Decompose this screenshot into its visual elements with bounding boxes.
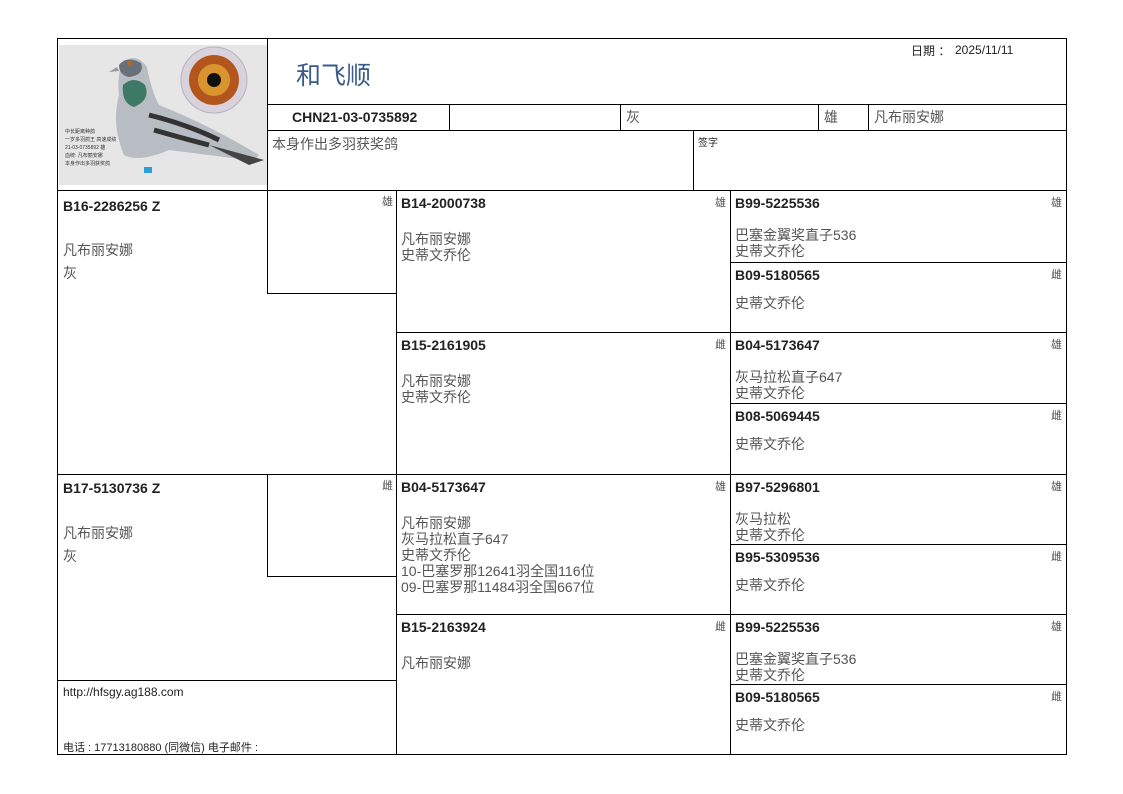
photo-caption: 中长距离种鸽 一岁多羽鸽王 高速成绩 21-03-0735892 雄 血统: 凡… — [65, 129, 117, 167]
sire-sex: 雄 — [382, 196, 393, 208]
gen3-card[interactable]: B08-5069445 雌史蒂文乔伦 — [731, 404, 1067, 475]
dam-ring: B17-5130736 Z — [63, 480, 161, 496]
gen3-card[interactable]: B09-5180565 雌史蒂文乔伦 — [731, 263, 1067, 333]
ring-number: B15-2163924 — [401, 619, 486, 635]
pedigree-notes: 灰马拉松 史蒂文乔伦 — [735, 511, 805, 543]
website-link[interactable]: http://hfsgy.ag188.com — [63, 685, 184, 699]
date-label: 日期 ： — [911, 44, 951, 58]
ring-number: B15-2161905 — [401, 337, 486, 353]
dam-sex: 雌 — [382, 480, 393, 492]
pigeon-sex: 雄 — [824, 109, 838, 125]
pedigree-notes: 史蒂文乔伦 — [735, 295, 805, 311]
sex-label: 雌 — [715, 339, 726, 351]
ring-number: CHN21-03-0735892 — [292, 109, 418, 125]
ring-number: B09-5180565 — [735, 689, 820, 705]
ring-number: B09-5180565 — [735, 267, 820, 283]
sex-label: 雄 — [1051, 197, 1062, 209]
gen2-card[interactable]: B15-2161905 雌 凡布丽安娜 史蒂文乔伦 — [397, 333, 731, 475]
ring-number: B14-2000738 — [401, 195, 486, 211]
pedigree-notes: 灰马拉松直子647 史蒂文乔伦 — [735, 369, 843, 401]
gen3-card[interactable]: B97-5296801 雄灰马拉松 史蒂文乔伦 — [731, 475, 1067, 545]
gen3-card[interactable]: B99-5225536 雄巴塞金翼奖直子536 史蒂文乔伦 — [731, 191, 1067, 263]
sex-label: 雄 — [1051, 339, 1062, 351]
date-value: 2025/11/11 — [955, 43, 1014, 57]
pigeon-name: 和飞顺 — [296, 62, 372, 90]
sex-label: 雌 — [1051, 269, 1062, 281]
gen1-column-divider — [396, 190, 397, 755]
pigeon-image — [109, 46, 264, 173]
info-cell-divider — [868, 104, 869, 131]
gen3-card[interactable]: B95-5309536 雌史蒂文乔伦 — [731, 545, 1067, 615]
ring-number: B99-5225536 — [735, 195, 820, 211]
pedigree-notes: 凡布丽安娜 — [401, 655, 471, 671]
sex-label: 雄 — [715, 197, 726, 209]
header-bottom-line — [57, 190, 1067, 191]
dam-strain: 凡布丽安娜 — [63, 525, 133, 541]
sire-notes-box: 雄 — [267, 190, 397, 294]
ring-number: B97-5296801 — [735, 479, 820, 495]
sex-label: 雌 — [1051, 691, 1062, 703]
gen2-card[interactable]: B04-5173647 雄 凡布丽安娜 灰马拉松直子647 史蒂文乔伦 10-巴… — [397, 475, 731, 615]
sire-dam-divider — [57, 474, 397, 475]
sex-label: 雌 — [1051, 410, 1062, 422]
ring-number: B95-5309536 — [735, 549, 820, 565]
info-cell-divider — [620, 104, 621, 131]
pedigree-notes: 史蒂文乔伦 — [735, 717, 805, 733]
pigeon-photo: 中长距离种鸽 一岁多羽鸽王 高速成绩 21-03-0735892 雄 血统: 凡… — [59, 45, 267, 185]
remark: 本身作出多羽获奖鸽 — [272, 136, 398, 152]
dam-notes-box: 雌 — [267, 474, 397, 577]
gen3-card[interactable]: B04-5173647 雄灰马拉松直子647 史蒂文乔伦 — [731, 333, 1067, 404]
info-cell-divider — [818, 104, 819, 131]
sex-label: 雌 — [715, 621, 726, 633]
gen2-card[interactable]: B15-2163924 雌 凡布丽安娜 — [397, 615, 731, 755]
ring-number: B04-5173647 — [401, 479, 486, 495]
pedigree-notes: 凡布丽安娜 史蒂文乔伦 — [401, 373, 471, 405]
sex-label: 雄 — [1051, 481, 1062, 493]
sire-strain: 凡布丽安娜 — [63, 242, 133, 258]
gen3-card[interactable]: B99-5225536 雄巴塞金翼奖直子536 史蒂文乔伦 — [731, 615, 1067, 685]
pigeon-color: 灰 — [626, 109, 640, 125]
ring-number: B04-5173647 — [735, 337, 820, 353]
signature-divider — [693, 130, 694, 191]
pedigree-notes: 史蒂文乔伦 — [735, 577, 805, 593]
sire-color: 灰 — [63, 265, 77, 281]
info-cell-divider — [449, 104, 450, 131]
dam-color: 灰 — [63, 548, 77, 564]
contact-info: 电话 : 17713180880 (同微信) 电子邮件 : — [63, 742, 259, 754]
sex-label: 雄 — [1051, 621, 1062, 633]
pedigree-notes: 凡布丽安娜 史蒂文乔伦 — [401, 231, 471, 263]
ring-number: B99-5225536 — [735, 619, 820, 635]
pedigree-notes: 史蒂文乔伦 — [735, 436, 805, 452]
info-row — [267, 104, 1067, 131]
sex-label: 雄 — [715, 481, 726, 493]
footer-divider — [57, 680, 397, 681]
ring-number: B08-5069445 — [735, 408, 820, 424]
pedigree-notes: 巴塞金翼奖直子536 史蒂文乔伦 — [735, 227, 857, 259]
gen2-card[interactable]: B14-2000738 雄 凡布丽安娜 史蒂文乔伦 — [397, 191, 731, 333]
sex-label: 雌 — [1051, 551, 1062, 563]
pigeon-strain: 凡布丽安娜 — [874, 109, 944, 125]
signature-label: 签字 — [698, 138, 718, 149]
pedigree-notes: 凡布丽安娜 灰马拉松直子647 史蒂文乔伦 10-巴塞罗那12641羽全国116… — [401, 515, 595, 595]
gen3-card[interactable]: B09-5180565 雌史蒂文乔伦 — [731, 685, 1067, 755]
sire-ring: B16-2286256 Z — [63, 198, 161, 214]
pedigree-notes: 巴塞金翼奖直子536 史蒂文乔伦 — [735, 651, 857, 683]
